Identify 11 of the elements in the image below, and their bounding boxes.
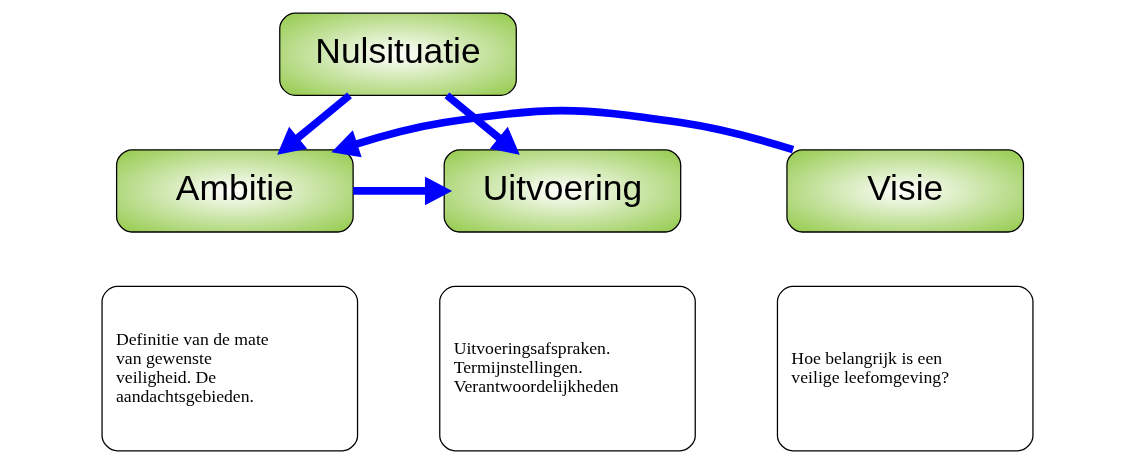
node-box: Ambitie — [115, 149, 354, 233]
arrow — [444, 92, 520, 155]
node-box: Uitvoering — [443, 149, 682, 233]
node-box: Visie — [786, 149, 1025, 233]
node-box: Nulsituatie — [279, 12, 517, 97]
node-box: Uitvoeringsafspraken. Termijnstellingen. Verantwoordelijkheden — [439, 285, 696, 452]
arrow — [331, 106, 795, 158]
node-box: Definitie van de mate van gewenste veiligheid. De aandachtsgebieden. — [101, 285, 359, 452]
arrow — [353, 176, 453, 206]
arrow — [277, 92, 352, 155]
node-box: Hoe belangrijk is een veilige leefomgeving? — [776, 285, 1034, 452]
